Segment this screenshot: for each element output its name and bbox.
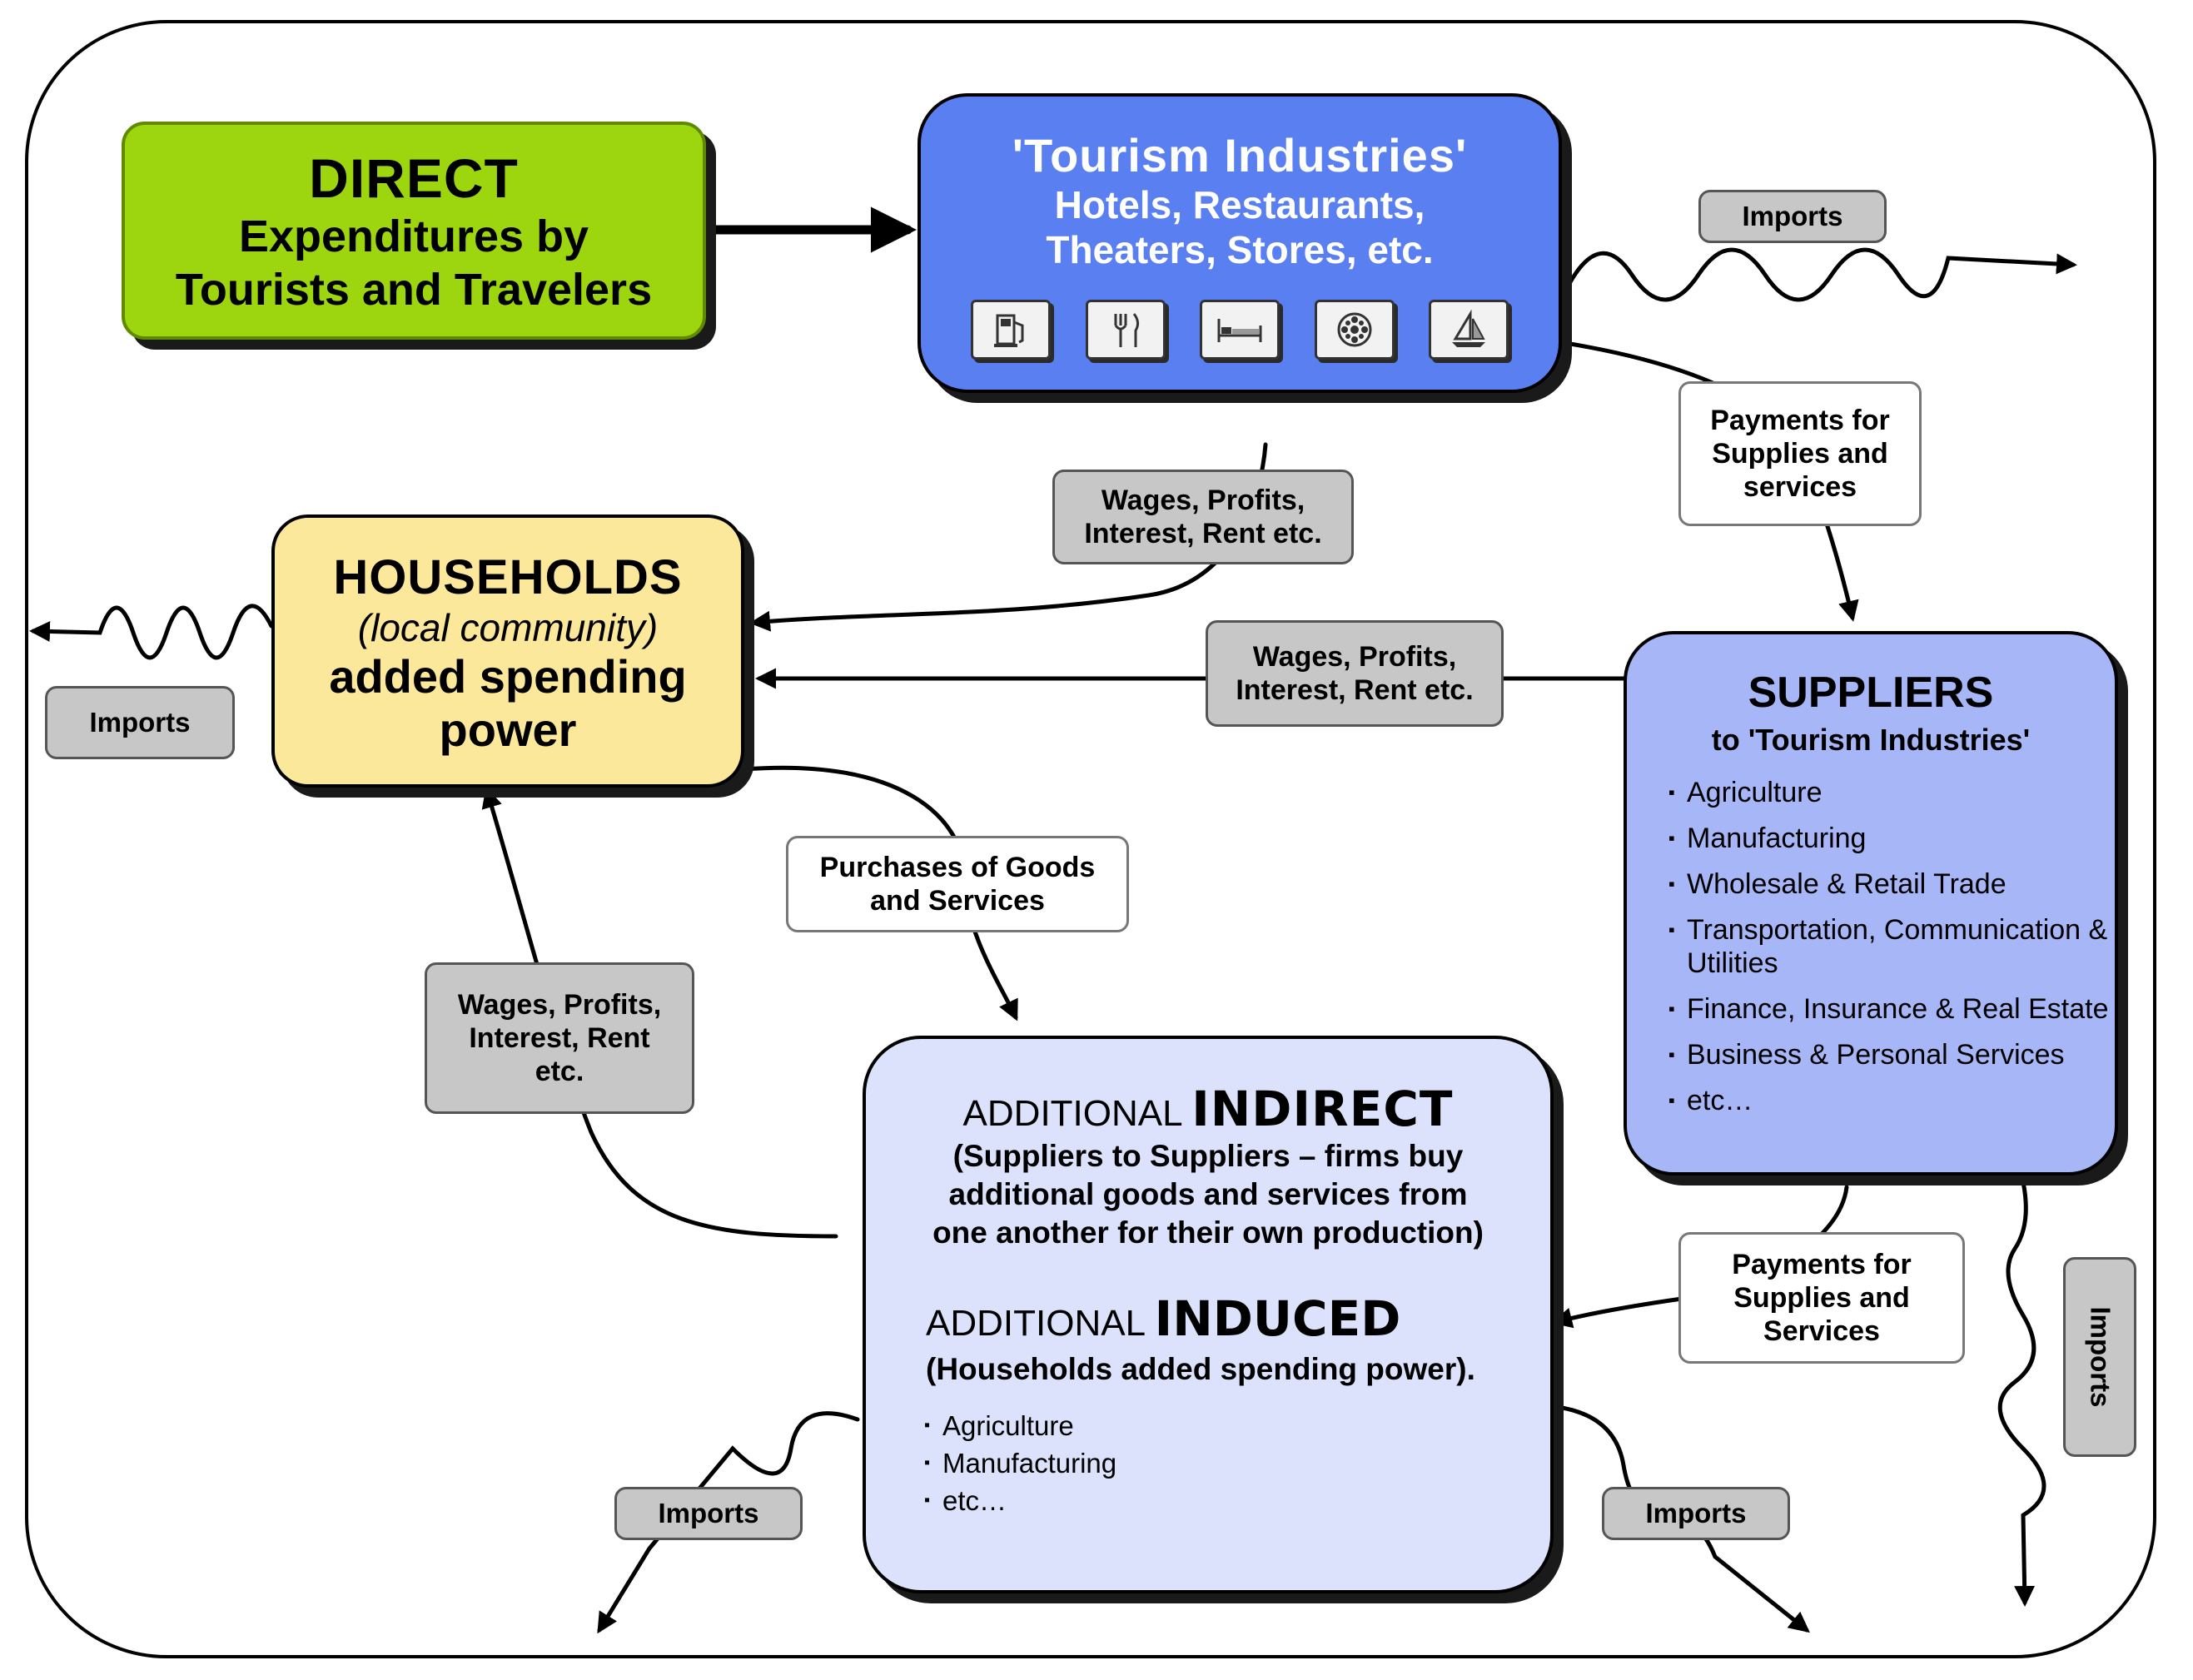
outer-frame: [25, 20, 2156, 1658]
indirect-desc-3: one another for their own production): [932, 1215, 1484, 1250]
indirect-induced-box: ADDITIONAL INDIRECT (Suppliers to Suppli…: [863, 1036, 1554, 1593]
households-line-2: power: [439, 703, 577, 756]
list-item: etc…: [1668, 1084, 2115, 1117]
sailboat-icon: [1429, 300, 1509, 360]
payments-label-line-1: Payments for: [1710, 405, 1890, 436]
wages-label-bottom: Wages, Profits, Interest, Rent etc.: [425, 962, 694, 1114]
suppliers-subtitle: to 'Tourism Industries': [1711, 723, 2031, 757]
payments-label-suppliers: Payments for Supplies and Services: [1678, 1232, 1965, 1364]
payments-label-line-2: Supplies and: [1712, 438, 1888, 470]
indirect-heading: ADDITIONAL INDIRECT: [866, 1081, 1550, 1137]
purchases-label: Purchases of Goods and Services: [786, 836, 1129, 932]
fork-knife-icon: [1085, 300, 1166, 360]
induced-list: Agriculture Manufacturing etc…: [866, 1407, 1550, 1519]
tourism-industries-box: 'Tourism Industries' Hotels, Restaurants…: [917, 93, 1562, 393]
bed-icon: [1200, 300, 1280, 360]
suppliers-list: Agriculture Manufacturing Wholesale & Re…: [1627, 776, 2115, 1117]
imports-label-bottom-right: Imports: [1602, 1487, 1790, 1540]
direct-line-1: Expenditures by: [238, 211, 589, 261]
imports-wave-bottom-left: [597, 1411, 860, 1634]
induced-prefix: ADDITIONAL: [926, 1303, 1155, 1344]
film-reel-icon: [1314, 300, 1395, 360]
suppliers-title: SUPPLIERS: [1748, 669, 1994, 717]
imports-label-households: Imports: [45, 686, 235, 759]
imports-label-bottom-left: Imports: [614, 1487, 803, 1540]
induced-heading: ADDITIONAL INDUCED: [866, 1290, 1550, 1347]
direct-expenditures-box: DIRECT Expenditures by Tourists and Trav…: [122, 122, 706, 340]
purchases-label-line-1: Purchases of Goods: [819, 852, 1096, 883]
households-box: HOUSEHOLDS (local community) added spend…: [271, 514, 744, 788]
households-title: HOUSEHOLDS: [333, 550, 683, 604]
wages-label-line-1: Wages, Profits,: [1252, 641, 1457, 673]
suppliers-box: SUPPLIERS to 'Tourism Industries' Agricu…: [1624, 631, 2118, 1176]
wages-label-line-3: etc.: [535, 1056, 584, 1087]
imports-label-vertical-text: Imports: [2085, 1306, 2116, 1408]
payments-label-line-3: services: [1743, 471, 1857, 503]
list-item: Agriculture: [924, 1407, 1550, 1444]
induced-desc: (Households added spending power).: [926, 1352, 1475, 1386]
imports-wave-tourism: [1563, 247, 2077, 302]
list-item: Manufacturing: [924, 1444, 1550, 1482]
payments-label-tourism: Payments for Supplies and services: [1678, 381, 1922, 526]
indirect-prefix: ADDITIONAL: [962, 1093, 1192, 1134]
imports-wave-suppliers: [1997, 1180, 2046, 1607]
imports-label-tourism: Imports: [1698, 190, 1887, 243]
wages-label-line-2: Interest, Rent etc.: [1084, 518, 1322, 549]
list-item: Manufacturing: [1668, 822, 2115, 855]
wages-label-line-1: Wages, Profits,: [1101, 485, 1305, 516]
arrow-bottom-wages-households: [481, 787, 838, 1239]
payments-label-line-3: Services: [1763, 1315, 1880, 1347]
imports-wave-households: [29, 604, 274, 660]
purchases-label-line-2: and Services: [870, 885, 1045, 917]
indirect-desc-1: (Suppliers to Suppliers – firms buy: [952, 1139, 1464, 1173]
list-item: Business & Personal Services: [1668, 1038, 2115, 1071]
direct-line-2: Tourists and Travelers: [175, 265, 653, 315]
direct-title: DIRECT: [309, 147, 519, 209]
list-item: Agriculture: [1668, 776, 2115, 809]
gas-pump-icon: [971, 300, 1051, 360]
indirect-title: INDIRECT: [1191, 1081, 1454, 1137]
tourism-line-1: Hotels, Restaurants,: [1054, 183, 1425, 226]
indirect-desc-2: additional goods and services from: [948, 1177, 1468, 1211]
list-item: etc…: [924, 1482, 1550, 1519]
wages-label-line-2: Interest, Rent: [469, 1022, 650, 1054]
tourism-title: 'Tourism Industries': [1012, 129, 1468, 181]
households-subtitle: (local community): [357, 606, 659, 649]
households-line-1: added spending: [329, 650, 687, 703]
tourism-line-2: Theaters, Stores, etc.: [1046, 228, 1434, 271]
list-item: Wholesale & Retail Trade: [1668, 867, 2115, 901]
wages-label-suppliers: Wages, Profits, Interest, Rent etc.: [1206, 620, 1504, 727]
list-item: Finance, Insurance & Real Estate: [1668, 992, 2115, 1026]
imports-label-suppliers: Imports: [2063, 1257, 2136, 1457]
tourism-icon-row: [971, 300, 1509, 360]
wages-label-tourism: Wages, Profits, Interest, Rent etc.: [1052, 470, 1354, 564]
wages-label-line-1: Wages, Profits,: [457, 989, 662, 1021]
wages-label-line-2: Interest, Rent etc.: [1236, 674, 1474, 706]
payments-label-line-1: Payments for: [1732, 1249, 1912, 1280]
payments-label-line-2: Supplies and: [1733, 1282, 1910, 1314]
induced-title: INDUCED: [1154, 1290, 1401, 1347]
list-item: Transportation, Communication & Utilitie…: [1668, 913, 2115, 980]
